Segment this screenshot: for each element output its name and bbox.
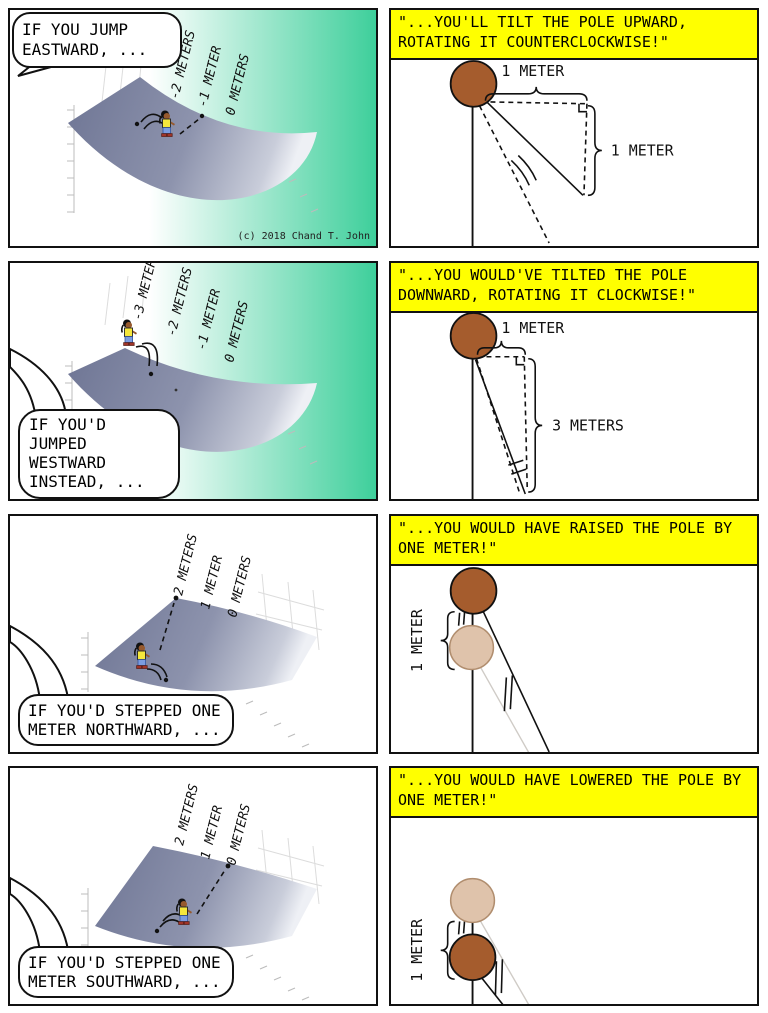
caption-box: "...YOU WOULD HAVE RAISED THE POLE BY ON…	[391, 516, 757, 566]
construction-lines	[474, 355, 529, 495]
speech-bubble-eastward: IF YOU JUMP EASTWARD, ...	[12, 12, 182, 68]
pole-diagram-downward: 1 METER 3 METERS	[449, 313, 624, 499]
right-angle-marker	[515, 356, 525, 366]
copyright-text: (c) 2018 Chand T. John	[238, 231, 370, 242]
bowl-surface	[95, 598, 317, 692]
measure-label-top: 1 METER	[501, 62, 564, 80]
brace-top	[476, 340, 527, 355]
tick-mark	[508, 459, 524, 466]
axis-ticks	[81, 888, 310, 1001]
measure-label-side: 1 METER	[611, 141, 674, 159]
tick-mark	[511, 468, 527, 475]
brace-side	[587, 104, 602, 197]
panel-step-southward: 2 METERS 1 METER 0 METERS IF YOU'D STEPP…	[8, 766, 378, 1006]
speech-bubble-southward: IF YOU'D STEPPED ONE METER SOUTHWARD, ..…	[18, 946, 234, 999]
old-pole-ghost-line	[478, 665, 530, 752]
bowl-surface	[95, 846, 317, 948]
brace-side	[440, 920, 455, 980]
pole-ball	[448, 933, 497, 982]
caption-box: "...YOU WOULD HAVE LOWERED THE POLE BY O…	[391, 768, 757, 818]
pole-ball	[449, 313, 498, 360]
panel-jump-westward: -3 METERS -2 METERS -1 METER 0 METERS IF…	[8, 261, 378, 501]
measure-label-side: 3 METERS	[552, 416, 624, 434]
right-angle-marker	[578, 103, 587, 113]
tilted-pole-line	[474, 359, 527, 495]
tick-marks	[457, 920, 504, 996]
old-pole-ghost-line	[478, 919, 530, 1004]
panel-pole-raised: "...YOU WOULD HAVE RAISED THE POLE BY ON…	[389, 514, 759, 754]
new-pole-line	[480, 607, 550, 752]
pole-ball	[449, 567, 498, 615]
angle-arc	[517, 154, 537, 181]
new-pole-line	[478, 974, 504, 1004]
measure-label-top: 1 METER	[501, 319, 564, 337]
tick-marks	[457, 611, 514, 712]
pole-diagram-lowered: 1 METER	[408, 877, 530, 1004]
panel-pole-downward: "...YOU WOULD'VE TILTED THE POLE DOWNWAR…	[389, 261, 759, 501]
panel-jump-eastward: -2 METERS -1 METER 0 METERS (c) 2018 Cha…	[8, 8, 378, 248]
caption-box: "...YOU'LL TILT THE POLE UPWARD, ROTATIN…	[391, 10, 757, 60]
measure-label-side: 1 METER	[408, 919, 426, 982]
saddle-surface	[68, 77, 317, 201]
axis-ticks	[81, 632, 310, 748]
brace-side	[528, 357, 543, 493]
panel-step-northward: 2 METERS 1 METER 0 METERS IF YOU'D STEPP…	[8, 514, 378, 754]
pole-diagram-raised: 1 METER	[408, 567, 550, 752]
pole-ball-old-position	[449, 877, 496, 924]
measure-label-side: 1 METER	[408, 609, 426, 672]
angle-arc	[510, 159, 530, 186]
pole-ball-old-position	[448, 624, 495, 671]
pole-diagram-upward: 1 METER 1 METER	[449, 60, 674, 246]
panel-pole-upward: "...YOU'LL TILT THE POLE UPWARD, ROTATIN…	[389, 8, 759, 248]
caption-box: "...YOU WOULD'VE TILTED THE POLE DOWNWAR…	[391, 263, 757, 313]
tilted-pole-line	[480, 96, 584, 196]
speech-bubble-northward: IF YOU'D STEPPED ONE METER NORTHWARD, ..…	[18, 694, 234, 747]
brace-top	[484, 86, 588, 101]
wireframe-grid	[104, 270, 147, 326]
jump-motion-marks	[135, 342, 178, 392]
step-motion-marks	[146, 595, 179, 683]
panel-pole-lowered: "...YOU WOULD HAVE LOWERED THE POLE BY O…	[389, 766, 759, 1006]
speech-bubble-westward: IF YOU'D JUMPED WESTWARD INSTEAD, ...	[18, 409, 180, 499]
pole-ball	[449, 60, 498, 108]
brace-side	[440, 610, 455, 671]
construction-lines	[478, 96, 588, 244]
